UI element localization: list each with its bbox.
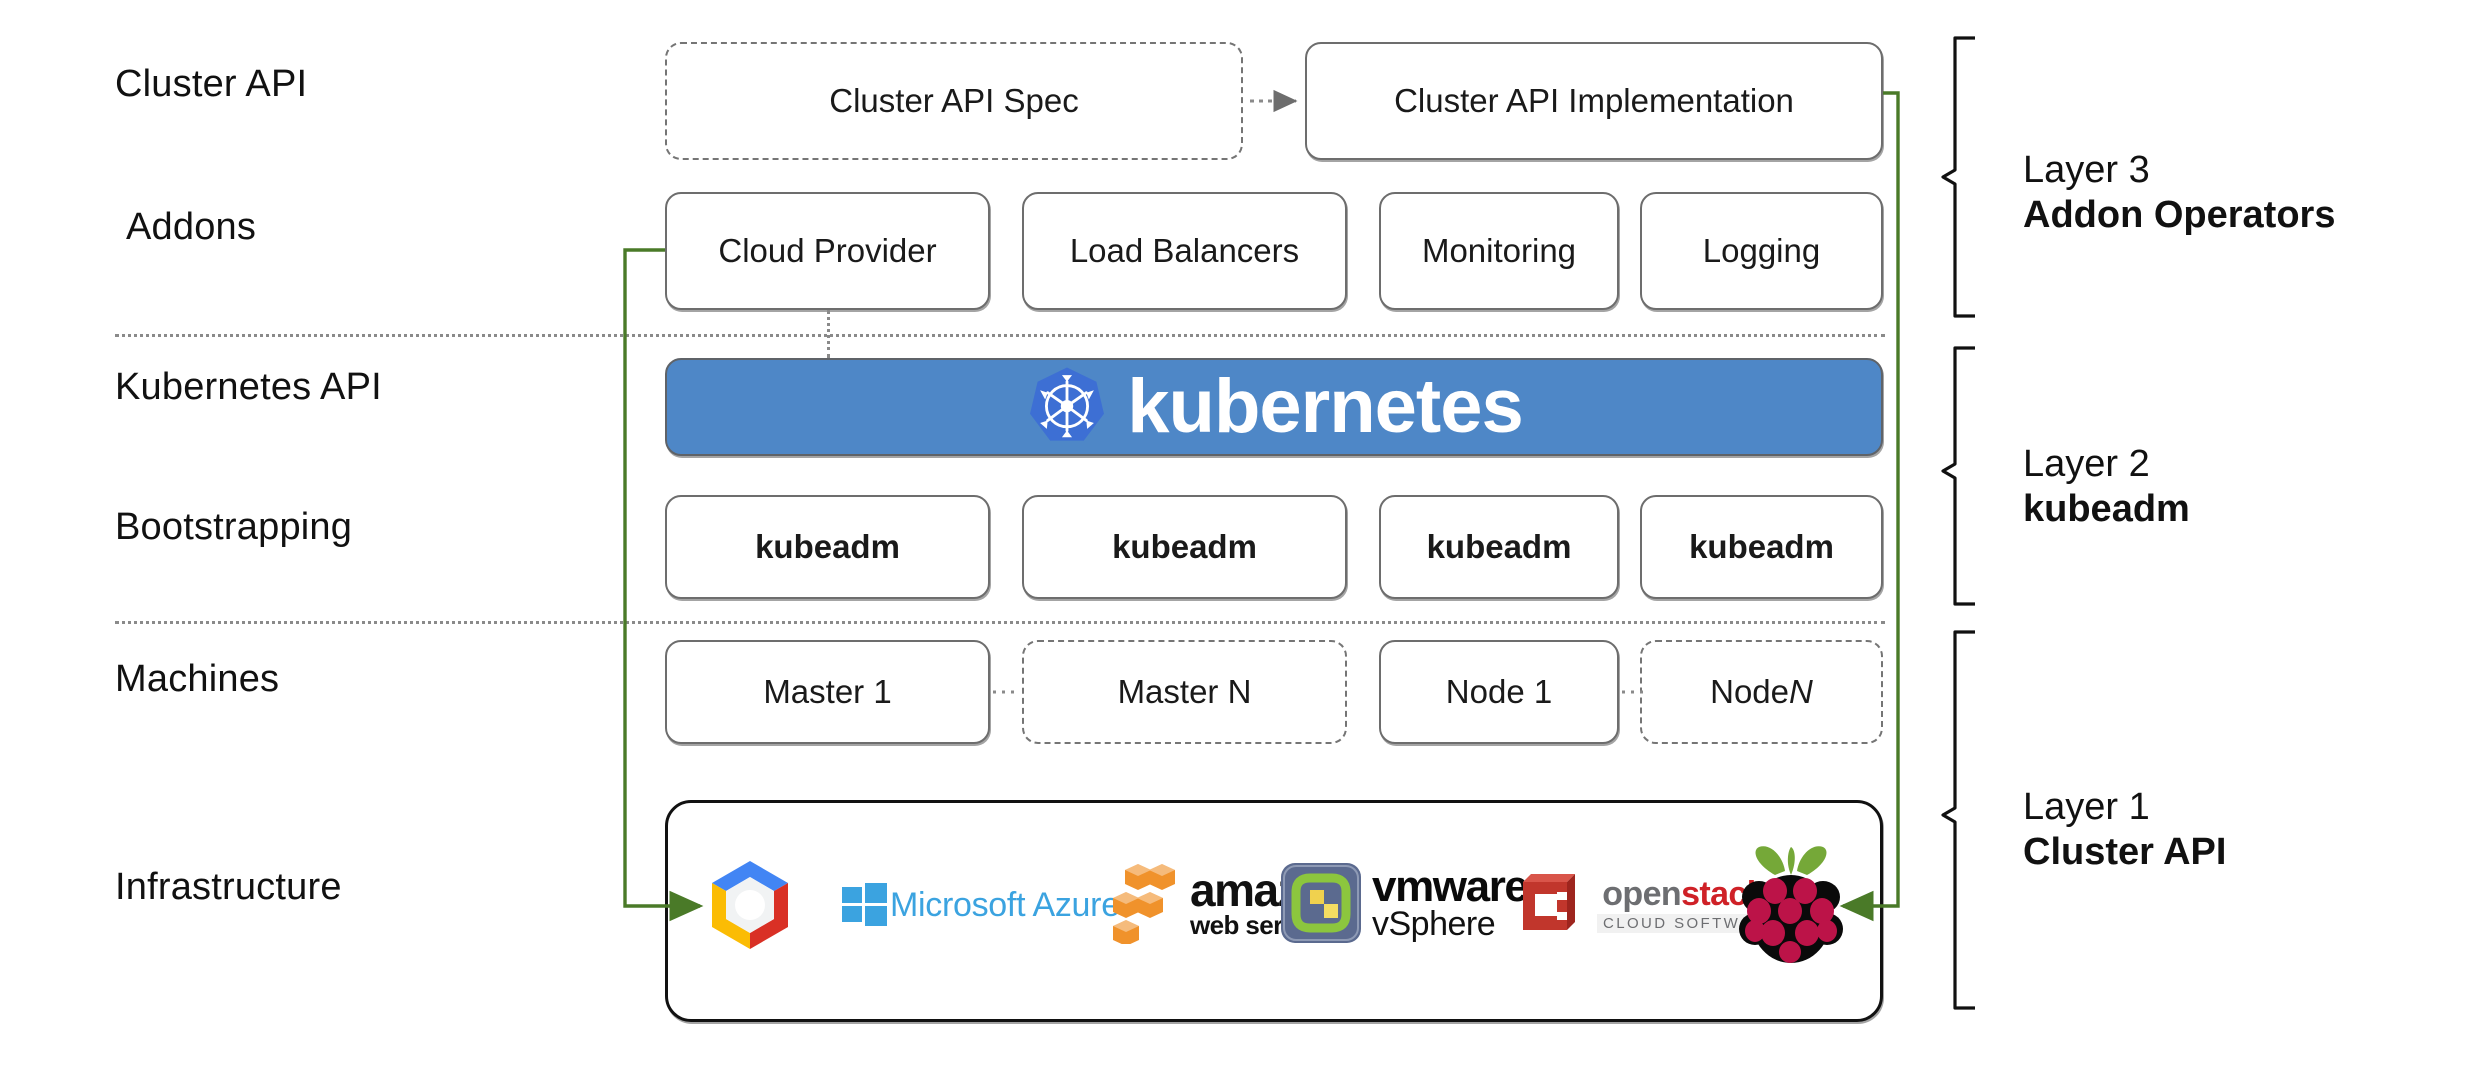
box-kubeadm-3[interactable]: kubeadm: [1379, 495, 1619, 599]
openstack-logo: openstack™ CLOUD SOFTWARE: [1515, 868, 1784, 942]
box-cluster-api-spec[interactable]: Cluster API Spec: [665, 42, 1243, 160]
connector-cloud-provider-to-kubernetes: [827, 310, 830, 358]
raspberry-pi-logo: [1735, 845, 1847, 967]
vmware-label-line1: vmware: [1372, 861, 1529, 911]
box-monitoring[interactable]: Monitoring: [1379, 192, 1619, 310]
row-label-addons: Addons: [126, 206, 257, 248]
kubernetes-helm-logo: [1025, 365, 1109, 449]
row-label-bootstrapping: Bootstrapping: [115, 506, 353, 548]
box-kubeadm-4[interactable]: kubeadm: [1640, 495, 1883, 599]
box-cluster-api-implementation[interactable]: Cluster API Implementation: [1305, 42, 1883, 160]
box-node-n-italic-suffix: N: [1789, 673, 1813, 710]
vmware-label-line2: vSphere: [1372, 904, 1496, 943]
layer-label-3: Layer 3 Addon Operators: [2023, 149, 2336, 236]
box-kubeadm-2[interactable]: kubeadm: [1022, 495, 1347, 599]
row-label-kubernetes-api: Kubernetes API: [115, 366, 382, 408]
microsoft-azure-logo: Microsoft Azure: [840, 880, 1120, 930]
openstack-tagline: CLOUD SOFTWARE: [1597, 914, 1784, 933]
separator-layer3-layer2: [115, 334, 1885, 337]
box-node-n[interactable]: Node N: [1640, 640, 1883, 744]
row-label-infrastructure: Infrastructure: [115, 866, 342, 908]
box-load-balancers[interactable]: Load Balancers: [1022, 192, 1347, 310]
box-node-n-label: Node: [1710, 673, 1790, 710]
amazon-web-services-logo: amazon web services: [1110, 862, 1354, 944]
box-master-n[interactable]: Master N: [1022, 640, 1347, 744]
separator-layer2-layer1: [115, 621, 1885, 624]
box-kubeadm-1[interactable]: kubeadm: [665, 495, 990, 599]
row-label-cluster-api: Cluster API: [115, 63, 308, 105]
layer-label-2: Layer 2 kubeadm: [2023, 443, 2190, 530]
kubernetes-banner[interactable]: kubernetes: [665, 358, 1883, 456]
brace-layer-2: [1941, 346, 1975, 606]
kubernetes-wordmark: kubernetes: [1127, 364, 1523, 449]
box-node-1[interactable]: Node 1: [1379, 640, 1619, 744]
brace-layer-1: [1941, 630, 1975, 1010]
google-cloud-platform-logo: [700, 855, 800, 955]
microsoft-azure-label: Microsoft Azure: [890, 885, 1120, 924]
box-cloud-provider[interactable]: Cloud Provider: [665, 192, 990, 310]
box-master-1[interactable]: Master 1: [665, 640, 990, 744]
layer-label-1: Layer 1 Cluster API: [2023, 786, 2227, 873]
row-label-machines: Machines: [115, 658, 280, 700]
brace-layer-3: [1941, 36, 1975, 318]
vmware-vsphere-logo: vmware vSphere: [1280, 861, 1529, 944]
box-logging[interactable]: Logging: [1640, 192, 1883, 310]
